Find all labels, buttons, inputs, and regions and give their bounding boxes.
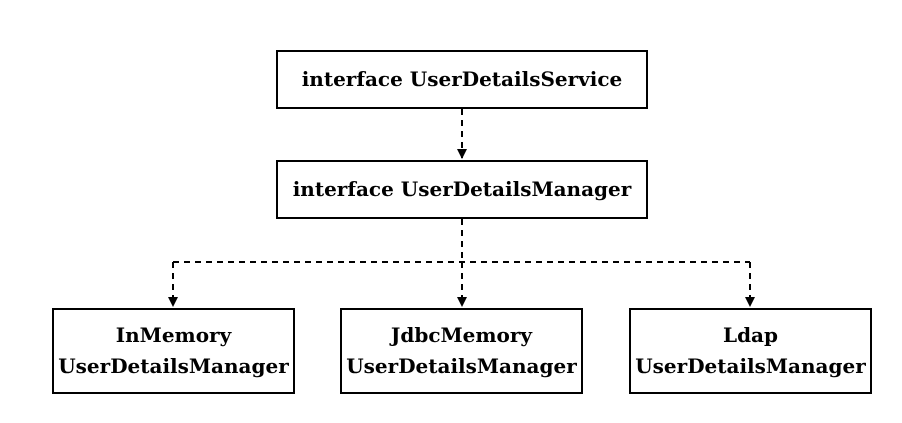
node-label-line1: JdbcMemory (390, 323, 533, 347)
node-user-details-manager: interface UserDetailsManager (276, 160, 648, 219)
node-user-details-service: interface UserDetailsService (276, 50, 648, 109)
node-label-line2: UserDetailsManager (58, 354, 289, 378)
node-inmemory-user-details-manager: InMemory UserDetailsManager (52, 308, 295, 394)
node-jdbc-user-details-manager: JdbcMemory UserDetailsManager (340, 308, 583, 394)
node-label: interface UserDetailsService (301, 67, 623, 91)
node-label-line1: Ldap (723, 323, 778, 347)
node-label: interface UserDetailsManager (292, 177, 632, 201)
node-label-line1: InMemory (115, 323, 232, 347)
node-label-line2: UserDetailsManager (346, 354, 577, 378)
node-label-line2: UserDetailsManager (635, 354, 866, 378)
node-ldap-user-details-manager: Ldap UserDetailsManager (629, 308, 872, 394)
